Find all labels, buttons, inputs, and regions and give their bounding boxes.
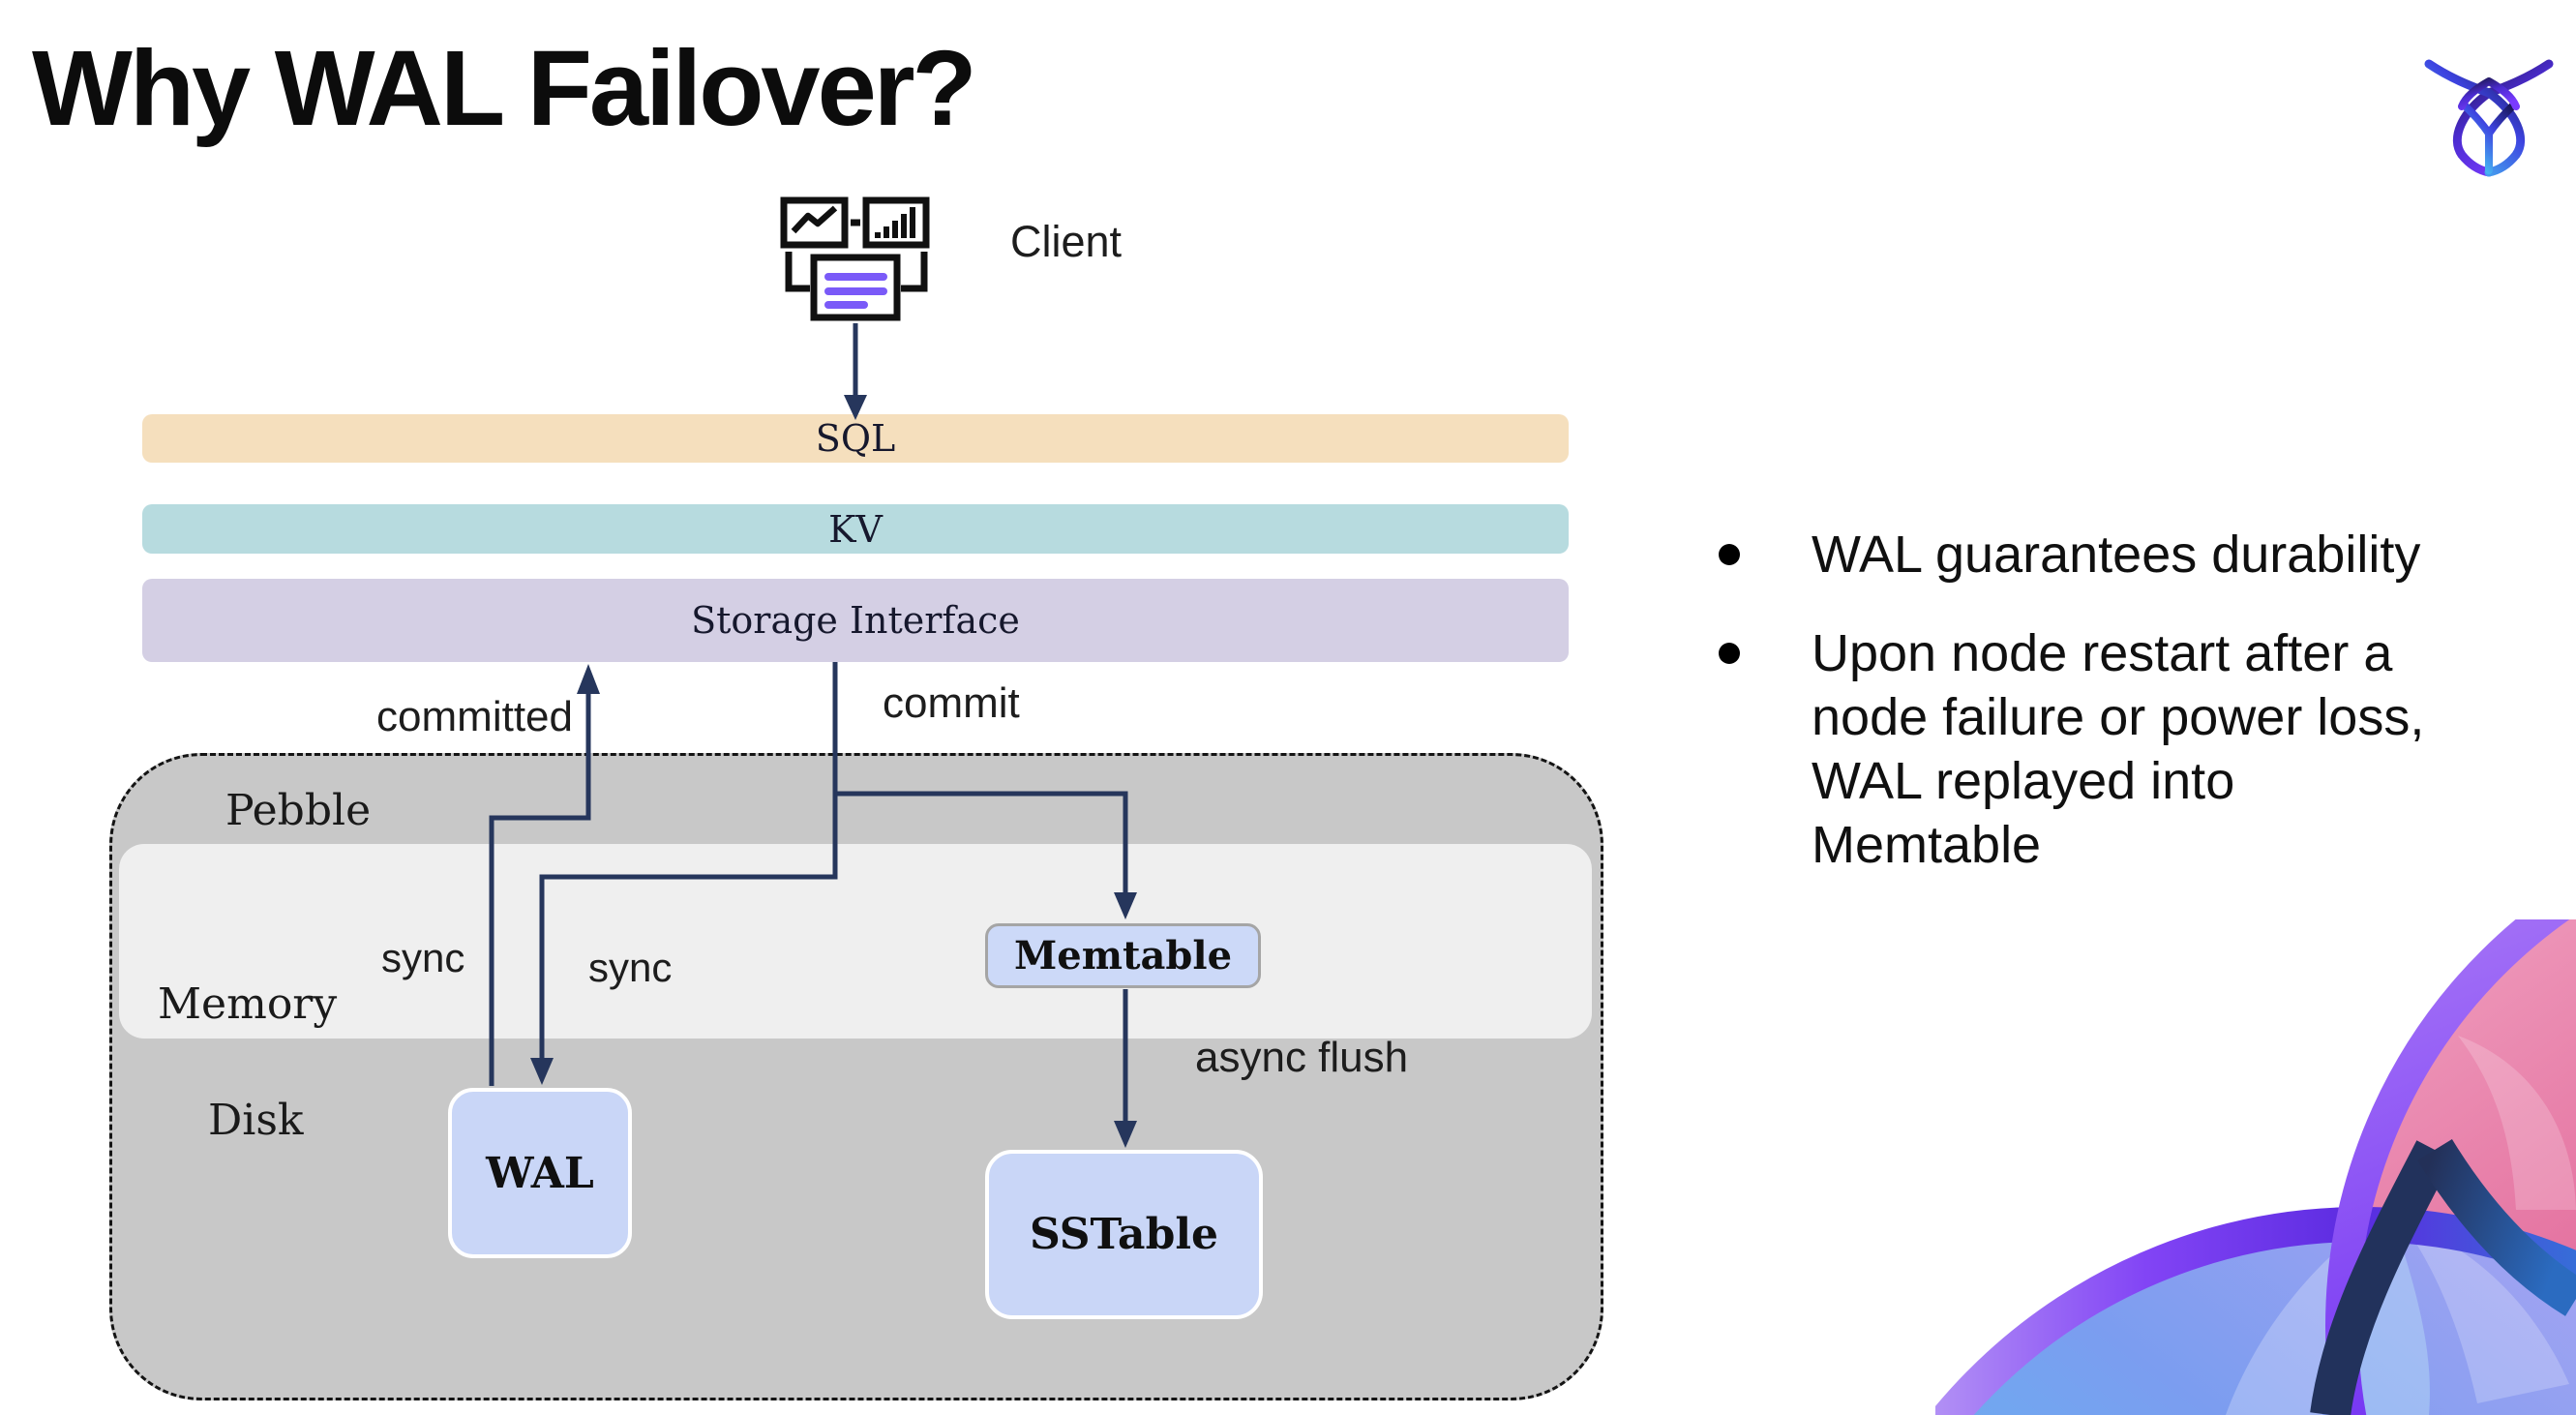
memory-zone: [119, 844, 1592, 1039]
brand-artwork: [1935, 919, 2576, 1415]
bullet-item: WAL guarantees durability: [1711, 523, 2427, 587]
edge-label-committed: committed: [376, 693, 573, 740]
bullet-list: WAL guarantees durability Upon node rest…: [1711, 523, 2427, 877]
sstable-node: SSTable: [985, 1150, 1263, 1319]
client-label: Client: [1010, 217, 1123, 266]
layer-sql: SQL: [142, 414, 1569, 463]
art-pink-highlight: [2458, 1036, 2576, 1210]
layer-kv-label: KV: [828, 507, 883, 551]
edge-label-commit: commit: [883, 679, 1020, 727]
pebble-label: Pebble: [225, 786, 372, 835]
bullet-item: Upon node restart after a node failure o…: [1711, 621, 2427, 877]
bullet-text: WAL guarantees durability: [1812, 526, 2421, 584]
art-navy-curve: [2310, 1140, 2453, 1415]
memory-zone-label: Memory: [158, 979, 338, 1029]
edge-label-async-flush: async flush: [1195, 1034, 1409, 1081]
memtable-label: Memtable: [1013, 933, 1233, 978]
edge-label-sync-committed: sync: [381, 935, 465, 980]
disk-zone-label: Disk: [208, 1096, 304, 1145]
art-navy-curve: [2417, 1139, 2576, 1316]
edge-label-sync-commit: sync: [588, 945, 673, 990]
arrowhead-committed: [577, 664, 600, 694]
cockroachdb-logo-icon: [2424, 59, 2554, 177]
bullet-dot-icon: [1719, 544, 1740, 565]
art-blue-sphere: [1951, 1224, 2576, 1415]
client-workstation-icon: [780, 196, 930, 321]
page-title: Why WAL Failover?: [32, 29, 977, 148]
layer-storage-interface: Storage Interface: [142, 579, 1569, 662]
bullet-dot-icon: [1719, 643, 1740, 664]
wal-label: WAL: [486, 1148, 594, 1198]
sstable-label: SSTable: [1029, 1210, 1219, 1259]
layer-kv: KV: [142, 504, 1569, 554]
art-leaf-highlight: [2400, 1219, 2569, 1403]
wal-node: WAL: [448, 1088, 632, 1258]
layer-storage-label: Storage Interface: [691, 599, 1020, 642]
memtable-node: Memtable: [985, 923, 1261, 988]
art-leaf-highlight: [2342, 1210, 2430, 1415]
layer-sql-label: SQL: [815, 417, 896, 460]
notes-panel: WAL guarantees durability Upon node rest…: [1711, 523, 2427, 912]
bullet-text: Upon node restart after a node failure o…: [1812, 624, 2425, 874]
